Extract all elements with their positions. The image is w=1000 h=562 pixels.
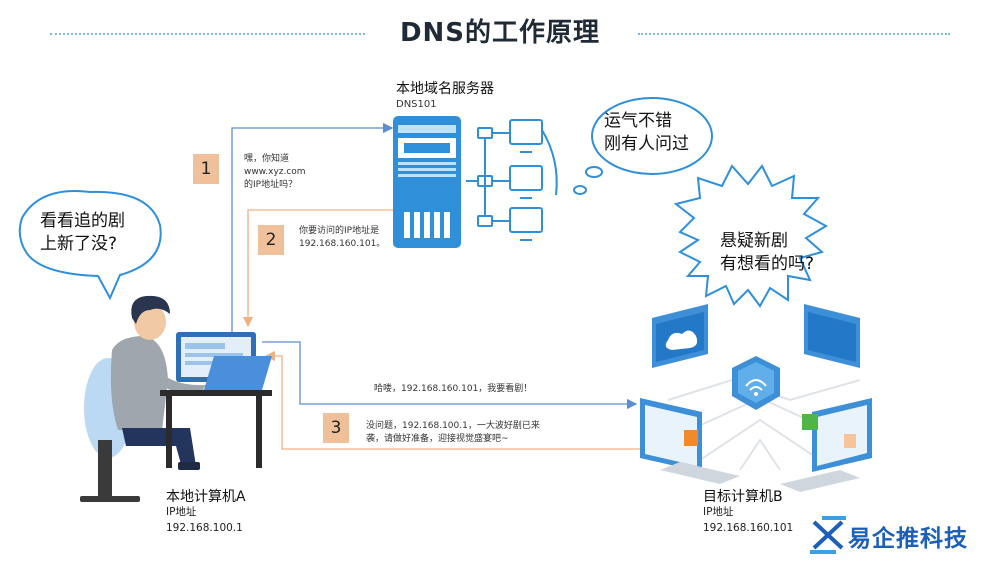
step-3-text: 没问题，192.168.100.1，一大波好剧已来 袭，请做好准备，迎接视觉盛宴… [366, 421, 540, 444]
computer-a-speech-bubble [18, 190, 162, 301]
server-title: 本地域名服务器 [396, 81, 494, 97]
arrow-step2 [242, 209, 400, 328]
title-divider-left [50, 33, 365, 35]
request-message: 哈喽，192.168.160.101，我要看剧！ [374, 384, 533, 394]
computer-b-bubble-text: 悬疑新剧 有想看的吗? [720, 231, 815, 274]
title-divider-right [638, 33, 950, 35]
computer-b-title: 目标计算机B [703, 489, 783, 505]
computer-a-ip: 192.168.100.1 [166, 522, 243, 534]
step-2-badge: 2 [258, 225, 284, 255]
server-tower-icon [393, 116, 461, 248]
computer-a-title: 本地计算机A [166, 489, 246, 505]
computer-b-spiky-bubble [673, 164, 829, 308]
server-network-icon [466, 119, 558, 241]
server-bubble-text: 运气不错 刚有人问过 [604, 111, 689, 154]
page-title: DNS的工作原理 [399, 18, 601, 48]
network-cluster-illustration [640, 304, 872, 492]
computer-b-ip-label: IP地址 [703, 506, 734, 518]
arrow-request [262, 341, 638, 410]
computer-b-ip: 192.168.160.101 [703, 522, 794, 534]
person-at-desk-illustration [80, 295, 272, 502]
step-2-text: 你要访问的IP地址是 192.168.160.101。 [299, 226, 386, 249]
step-1-badge: 1 [193, 154, 219, 184]
computer-a-bubble-text: 看看追的剧 上新了没? [40, 211, 125, 254]
arrow-step3 [264, 350, 640, 450]
computer-a-ip-label: IP地址 [166, 506, 197, 518]
step-1-text: 嘿，你知道 www.xyz.com 的IP地址吗？ [244, 154, 306, 190]
arrow-step1 [231, 122, 394, 340]
server-thought-bubble [573, 97, 713, 195]
server-subtitle: DNS101 [396, 99, 437, 110]
brand-logo-icon [810, 516, 846, 554]
step-3-badge: 3 [323, 413, 349, 443]
brand-name: 易企推科技 [848, 526, 968, 552]
